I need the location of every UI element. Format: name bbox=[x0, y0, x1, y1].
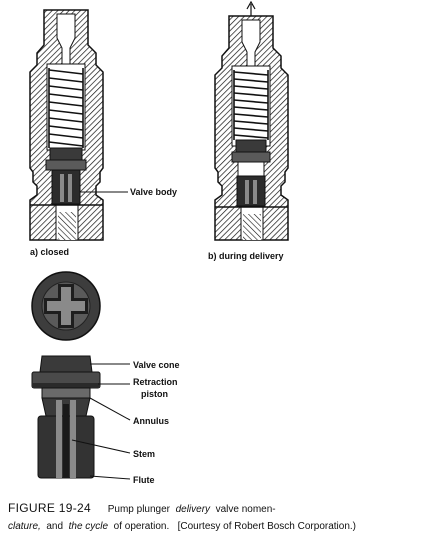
valve-top-view bbox=[31, 271, 101, 341]
valve-body-label: Valve body bbox=[130, 187, 177, 197]
caption-text-2: valve nomen- bbox=[215, 504, 276, 515]
valve-cone-label: Valve cone bbox=[133, 360, 180, 370]
valve-cone-part bbox=[39, 355, 93, 373]
caption-delivery: delivery bbox=[175, 504, 211, 515]
spring-closed bbox=[48, 68, 84, 148]
valve-element-detail bbox=[31, 355, 101, 479]
closed-label: a) closed bbox=[30, 247, 69, 257]
figure-caption: FIGURE 19-24 Pump plunger delivery valve… bbox=[8, 500, 418, 535]
caption-and: and bbox=[46, 521, 64, 532]
figure-number: FIGURE 19-24 bbox=[8, 501, 91, 515]
flute-part bbox=[56, 400, 62, 478]
retraction-label: Retraction bbox=[133, 377, 178, 387]
annulus-label: Annulus bbox=[133, 416, 169, 426]
during-delivery-label: b) during delivery bbox=[208, 251, 284, 261]
caption-cycle: the cycle bbox=[68, 521, 109, 532]
flute-label: Flute bbox=[133, 475, 155, 485]
caption-courtesy: [Courtesy of Robert Bosch Corporation.) bbox=[177, 521, 357, 532]
spring-delivery bbox=[233, 70, 269, 140]
valve-assembly-closed bbox=[29, 9, 104, 241]
detail-leaders bbox=[71, 363, 131, 480]
caption-text-3: of operation. bbox=[113, 521, 170, 532]
stem-label: Stem bbox=[133, 449, 155, 459]
caption-clature: clature, bbox=[8, 521, 41, 532]
valve-assembly-delivery bbox=[214, 0, 289, 241]
piston-label: piston bbox=[141, 389, 168, 399]
caption-text-1: Pump plunger bbox=[107, 504, 171, 515]
annulus-part bbox=[41, 387, 91, 399]
